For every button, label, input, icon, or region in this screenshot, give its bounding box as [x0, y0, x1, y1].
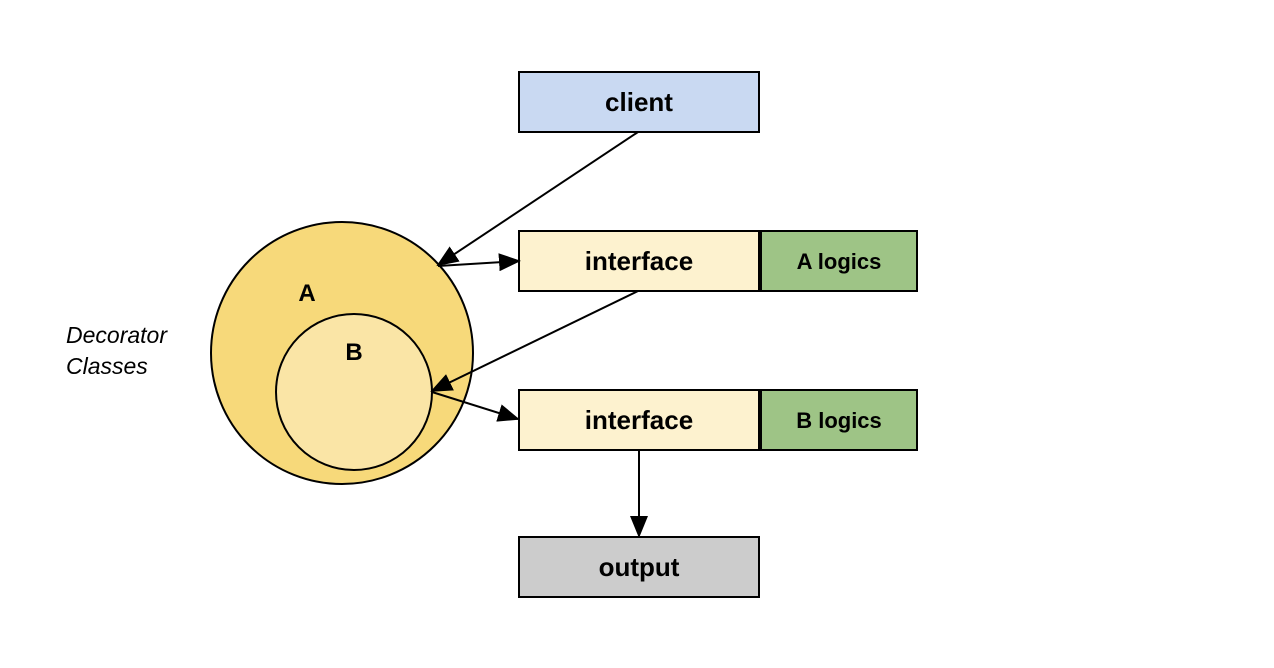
arrow-decorator-a-to-interface-a	[437, 253, 521, 272]
client-box: client	[518, 71, 760, 133]
decorator-caption-line1: Decorator	[66, 322, 168, 348]
logic-b-rect	[760, 389, 918, 451]
logic-a-box: A logics	[760, 230, 918, 292]
output-box: output	[518, 536, 760, 598]
interface-b-label: interface	[585, 405, 693, 435]
client-label: client	[605, 87, 673, 117]
interface-a-rect	[518, 230, 760, 292]
logic-a-label: A logics	[797, 249, 882, 274]
client-box-rect	[518, 71, 760, 133]
logic-a-rect	[760, 230, 918, 292]
arrow-interface-a-to-decorator-b	[430, 290, 639, 392]
decorator-caption-line2: Classes	[66, 353, 148, 379]
decorator-a-label: A	[298, 280, 315, 307]
decorator-b-label: B	[345, 339, 362, 366]
decorator-b: B	[275, 313, 433, 471]
arrow-client-to-decorator-a	[436, 131, 639, 267]
logic-b-box: B logics	[760, 389, 918, 451]
logic-b-label: B logics	[796, 408, 882, 433]
output-label: output	[599, 552, 680, 582]
interface-b-box: interface	[518, 389, 760, 451]
arrow-decorator-b-to-interface-b	[431, 391, 520, 422]
interface-a-label: interface	[585, 246, 693, 276]
decorator-b-circle	[275, 313, 433, 471]
interface-a-box: interface	[518, 230, 760, 292]
